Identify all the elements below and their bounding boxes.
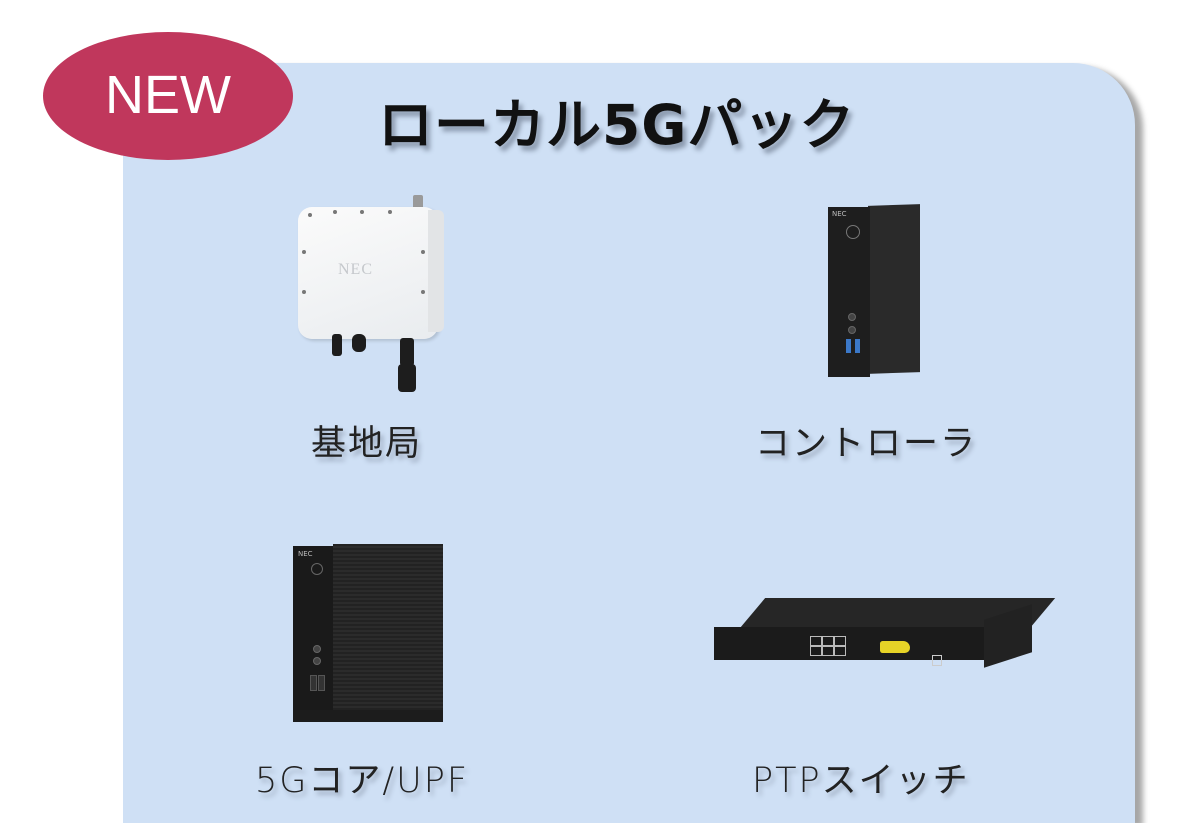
network-port: [822, 646, 834, 656]
product-label: 5Gコア/UPF: [255, 761, 470, 801]
usb-port: [310, 675, 317, 691]
power-button-icon: [311, 563, 323, 575]
power-button-icon: [846, 225, 860, 239]
screw: [308, 213, 312, 217]
product-label: PTPスイッチ: [752, 761, 970, 801]
network-port: [834, 636, 846, 646]
new-badge: NEW: [43, 32, 293, 160]
nec-logo: NEC: [298, 550, 313, 558]
cable-gland: [352, 334, 366, 352]
usb-port: [855, 339, 860, 353]
audio-jack: [848, 313, 856, 321]
switch-front: [714, 627, 984, 660]
base-station-body: [298, 207, 438, 339]
screw: [333, 210, 337, 214]
antenna-connector: [413, 195, 423, 211]
cable-gland: [400, 338, 414, 366]
usb-port: [846, 339, 851, 353]
product-label: 基地局: [311, 424, 423, 464]
product-panel: [123, 63, 1135, 823]
console-port: [932, 655, 942, 666]
network-port: [834, 646, 846, 656]
product-label: コントローラ: [755, 424, 978, 464]
nec-logo: NEC: [832, 210, 847, 218]
core-side: [333, 544, 443, 714]
controller-side: [868, 204, 920, 374]
screw: [421, 250, 425, 254]
network-port: [822, 636, 834, 646]
screw: [302, 290, 306, 294]
page-title: ローカル5Gパック: [378, 93, 856, 157]
screw: [421, 290, 425, 294]
base-station-side: [428, 210, 444, 332]
new-badge-label: NEW: [105, 65, 231, 125]
network-port: [810, 646, 822, 656]
nec-logo: NEC: [338, 261, 373, 278]
network-port: [810, 636, 822, 646]
yellow-label: [880, 641, 910, 653]
screw: [302, 250, 306, 254]
audio-jack: [313, 657, 321, 665]
audio-jack: [313, 645, 321, 653]
cable-gland: [332, 334, 342, 356]
core-base: [293, 710, 443, 722]
cable-gland: [398, 364, 416, 392]
core-front: [293, 546, 333, 722]
audio-jack: [848, 326, 856, 334]
screw: [360, 210, 364, 214]
usb-port: [318, 675, 325, 691]
screw: [388, 210, 392, 214]
